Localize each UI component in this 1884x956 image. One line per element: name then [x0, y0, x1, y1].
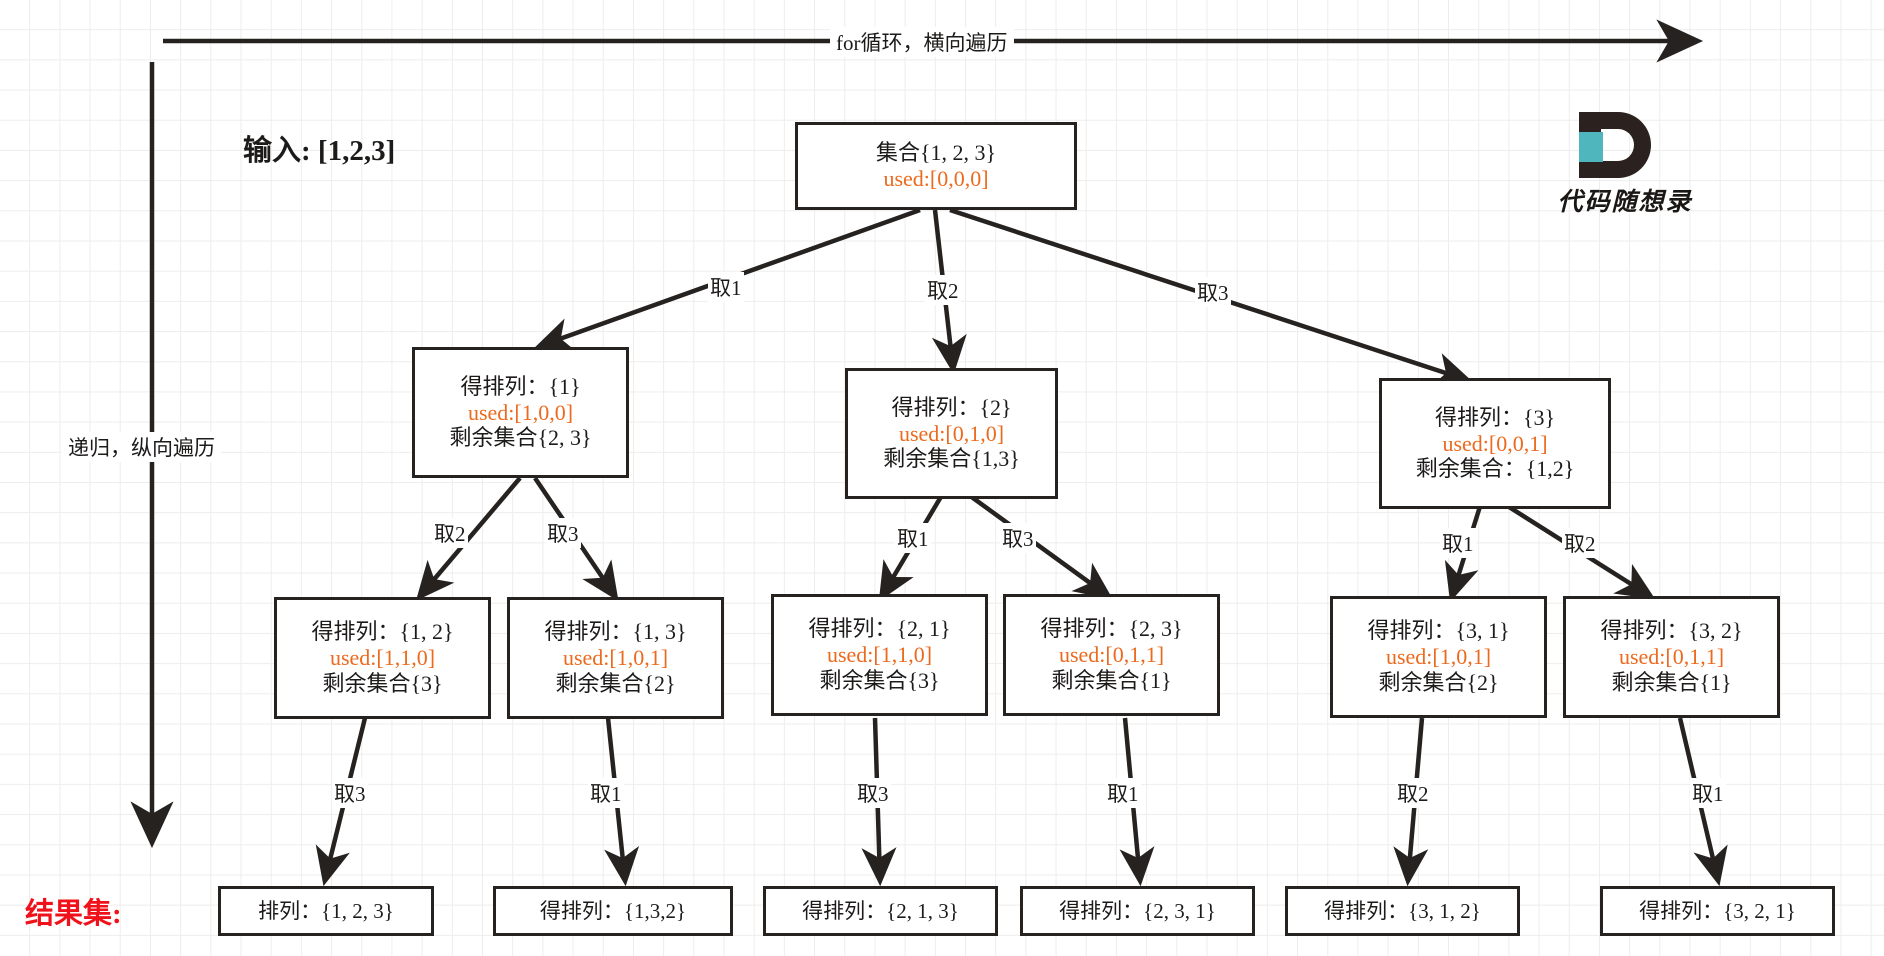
node-l2-2-used: used:[0,0,1] — [1442, 430, 1548, 456]
node-l3-0-line3: 剩余集合{3} — [322, 670, 443, 696]
node-l3-2[interactable]: 得排列：{2, 1} used:[1,1,0] 剩余集合{3} — [771, 594, 988, 716]
leaf-5[interactable]: 得排列：{3, 2, 1} — [1600, 886, 1835, 936]
node-l2-2-line3: 剩余集合：{1,2} — [1415, 456, 1575, 482]
logo-d-icon — [1565, 108, 1685, 180]
node-l2-1-used: used:[0,1,0] — [898, 420, 1005, 446]
node-l3-3-line1: 得排列：{2, 3} — [1040, 616, 1183, 642]
leaf-1[interactable]: 得排列：{1,3,2} — [493, 886, 733, 936]
edge-label-l2-3: 取3 — [1000, 523, 1036, 553]
edge-label-root-2: 取3 — [1195, 277, 1231, 307]
node-l3-3-line3: 剩余集合{1} — [1051, 667, 1172, 693]
leaf-3-text: 得排列：{2, 3, 1} — [1059, 898, 1216, 923]
edge-label-l3-0: 取3 — [332, 778, 368, 808]
node-l3-1[interactable]: 得排列：{1, 3} used:[1,0,1] 剩余集合{2} — [507, 597, 724, 719]
edge-n1-a — [415, 476, 522, 601]
node-l2-1-line1: 得排列：{2} — [891, 394, 1012, 420]
node-l3-0-used: used:[1,1,0] — [329, 645, 436, 671]
node-l2-1-line3: 剩余集合{1,3} — [883, 446, 1020, 472]
node-l3-0-line1: 得排列：{1, 2} — [311, 619, 454, 645]
node-l3-3[interactable]: 得排列：{2, 3} used:[0,1,1] 剩余集合{1} — [1003, 594, 1220, 716]
edge-label-l3-5: 取1 — [1690, 778, 1726, 808]
node-root-used: used:[0,0,0] — [883, 166, 989, 191]
edge-label-root-1: 取2 — [925, 275, 961, 305]
node-l2-0[interactable]: 得排列：{1} used:[1,0,0] 剩余集合{2, 3} — [412, 347, 629, 478]
edge-label-l2-1: 取3 — [545, 518, 581, 548]
axis-horizontal-label: for循环，横向遍历 — [830, 27, 1014, 57]
edge-label-l2-5: 取2 — [1562, 528, 1598, 558]
edge-label-l3-3: 取1 — [1105, 778, 1141, 808]
edge-label-l2-0: 取2 — [432, 518, 468, 548]
edge-label-l3-1: 取1 — [588, 778, 624, 808]
leaf-4-text: 得排列：{3, 1, 2} — [1324, 898, 1481, 923]
leaf-2[interactable]: 得排列：{2, 1, 3} — [763, 886, 998, 936]
node-l3-2-line3: 剩余集合{3} — [819, 667, 940, 693]
leaf-5-text: 得排列：{3, 2, 1} — [1639, 898, 1796, 923]
node-l2-0-line1: 得排列：{1} — [460, 373, 581, 399]
leaf-0[interactable]: 排列：{1, 2, 3} — [218, 886, 434, 936]
node-l3-3-used: used:[0,1,1] — [1058, 642, 1165, 668]
node-l3-4[interactable]: 得排列：{3, 1} used:[1,0,1] 剩余集合{2} — [1330, 596, 1547, 718]
node-l3-2-line1: 得排列：{2, 1} — [808, 616, 951, 642]
brand-logo: 代码随想录 — [1540, 108, 1710, 218]
axis-vertical-label: 递归，纵向遍历 — [62, 432, 221, 462]
leaf-3[interactable]: 得排列：{2, 3, 1} — [1020, 886, 1255, 936]
node-l3-5[interactable]: 得排列：{3, 2} used:[0,1,1] 剩余集合{1} — [1563, 596, 1780, 718]
node-l3-1-used: used:[1,0,1] — [562, 645, 669, 671]
node-l2-1[interactable]: 得排列：{2} used:[0,1,0] 剩余集合{1,3} — [845, 368, 1058, 499]
node-l3-2-used: used:[1,1,0] — [826, 642, 933, 668]
node-l2-0-line3: 剩余集合{2, 3} — [449, 425, 592, 451]
node-l2-2[interactable]: 得排列：{3} used:[0,0,1] 剩余集合：{1,2} — [1379, 378, 1611, 509]
node-l3-4-line3: 剩余集合{2} — [1378, 669, 1499, 695]
node-l3-4-line1: 得排列：{3, 1} — [1367, 618, 1510, 644]
node-l3-5-line3: 剩余集合{1} — [1611, 669, 1732, 695]
leaf-1-text: 得排列：{1,3,2} — [539, 898, 687, 923]
node-l2-2-line1: 得排列：{3} — [1434, 404, 1556, 430]
result-set-label: 结果集: — [25, 898, 122, 930]
edge-label-l2-4: 取1 — [1440, 528, 1476, 558]
node-l2-0-used: used:[1,0,0] — [467, 399, 574, 425]
leaf-4[interactable]: 得排列：{3, 1, 2} — [1285, 886, 1520, 936]
leaf-2-text: 得排列：{2, 1, 3} — [802, 898, 959, 923]
node-l3-1-line3: 剩余集合{2} — [555, 670, 676, 696]
edge-label-l2-2: 取1 — [895, 523, 931, 553]
edge-label-l3-2: 取3 — [855, 778, 891, 808]
input-label: 输入: [1,2,3] — [243, 135, 396, 167]
node-l3-5-line1: 得排列：{3, 2} — [1600, 618, 1743, 644]
node-l3-5-used: used:[0,1,1] — [1618, 644, 1725, 670]
node-root[interactable]: 集合{1, 2, 3} used:[0,0,0] — [795, 122, 1077, 210]
logo-text: 代码随想录 — [1557, 187, 1693, 216]
edge-label-l3-4: 取2 — [1395, 778, 1431, 808]
node-l3-4-used: used:[1,0,1] — [1385, 644, 1492, 670]
node-root-line1: 集合{1, 2, 3} — [875, 140, 997, 166]
node-l3-0[interactable]: 得排列：{1, 2} used:[1,1,0] 剩余集合{3} — [274, 597, 491, 719]
node-l3-1-line1: 得排列：{1, 3} — [544, 619, 687, 645]
edge-label-root-0: 取1 — [708, 272, 744, 302]
leaf-0-text: 排列：{1, 2, 3} — [258, 898, 394, 923]
